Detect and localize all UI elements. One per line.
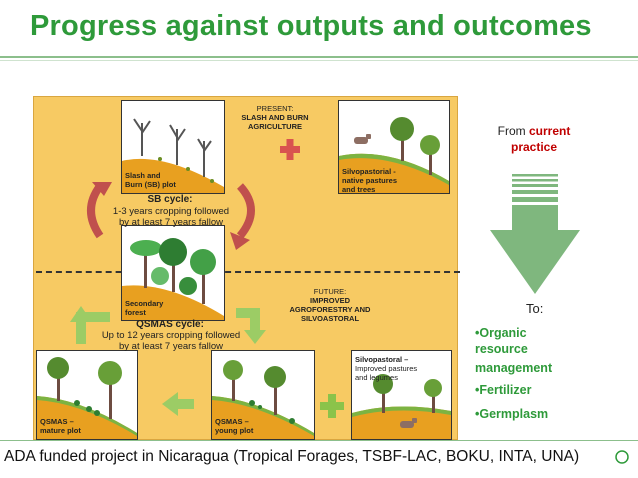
improvement-item-management: management <box>475 361 553 375</box>
qsmas-mature-plot-tile: QSMAS – mature plot <box>36 350 138 440</box>
title-divider-secondary <box>0 60 638 61</box>
footer-divider <box>0 440 638 441</box>
qsmas-cycle-description: Up to 12 years cropping followed by at l… <box>101 330 241 352</box>
future-plus-icon <box>320 394 344 418</box>
sb-cycle-title: SB cycle: <box>147 194 193 205</box>
sb-cycle-right-arrow-icon <box>230 183 255 250</box>
improvement-item-resource: resource <box>475 342 528 356</box>
silvopastoral-native-tile: Silvopastorial - native pastures and tre… <box>338 100 450 194</box>
improvement-item-organic: •Organic <box>475 326 527 340</box>
future-label: FUTURE: IMPROVED AGROFORESTRY AND SILVOA… <box>289 287 371 323</box>
qsmas-mature-label: QSMAS – mature plot <box>40 417 81 435</box>
down-arrow-icon <box>490 174 580 294</box>
to-label: To: <box>526 301 544 316</box>
mature-plot-illustration <box>37 357 137 439</box>
native-pasture-illustration <box>339 117 449 193</box>
title-divider <box>0 56 638 58</box>
present-label: PRESENT: SLASH AND BURN AGRICULTURE <box>241 104 309 131</box>
sb-cycle-left-arrow-icon <box>87 182 112 239</box>
qsmas-young-plot-tile: QSMAS – young plot <box>211 350 315 440</box>
slash-burn-plot-label: Slash and Burn (SB) plot <box>125 171 176 189</box>
improvement-item-fertilizer: •Fertilizer <box>475 383 532 397</box>
footer-text: ADA funded project in Nicaragua (Tropica… <box>4 448 580 465</box>
burnt-hillside-illustration <box>122 118 224 193</box>
current-highlight: current <box>529 124 571 138</box>
silvopastoral-improved-tile: Silvopastoral – Improved pastures and le… <box>351 350 452 440</box>
improvement-item-germplasm: •Germplasm <box>475 407 549 421</box>
silvopastoral-native-label: Silvopastorial - native pastures and tre… <box>342 167 398 194</box>
qsmas-left-arrow-icon <box>162 392 194 416</box>
page-title: Progress against outputs and outcomes <box>30 10 592 42</box>
slash-burn-plot-tile: Slash and Burn (SB) plot <box>121 100 225 194</box>
qsmas-cycle-title: QSMAS cycle: <box>136 319 204 330</box>
qsmas-up-arrow-icon <box>70 306 110 344</box>
present-future-divider <box>36 271 460 273</box>
qsmas-down-arrow-icon <box>236 308 266 344</box>
secondary-forest-tile: Secondary forest <box>121 225 225 321</box>
secondary-forest-illustration <box>122 238 224 320</box>
ciat-logo <box>612 449 632 465</box>
young-plot-illustration <box>212 360 314 439</box>
improved-pasture-illustration <box>352 374 451 439</box>
secondary-forest-label: Secondary forest <box>125 299 164 317</box>
silvopastoral-improved-label: Silvopastoral – Improved pastures and le… <box>355 355 418 382</box>
from-current-practice-text: From current practice <box>497 124 571 154</box>
sb-cycle-description: 1-3 years cropping followed by at least … <box>112 206 230 228</box>
practice-text: practice <box>510 140 558 154</box>
qsmas-young-label: QSMAS – young plot <box>215 417 254 435</box>
present-plus-icon <box>280 139 300 160</box>
